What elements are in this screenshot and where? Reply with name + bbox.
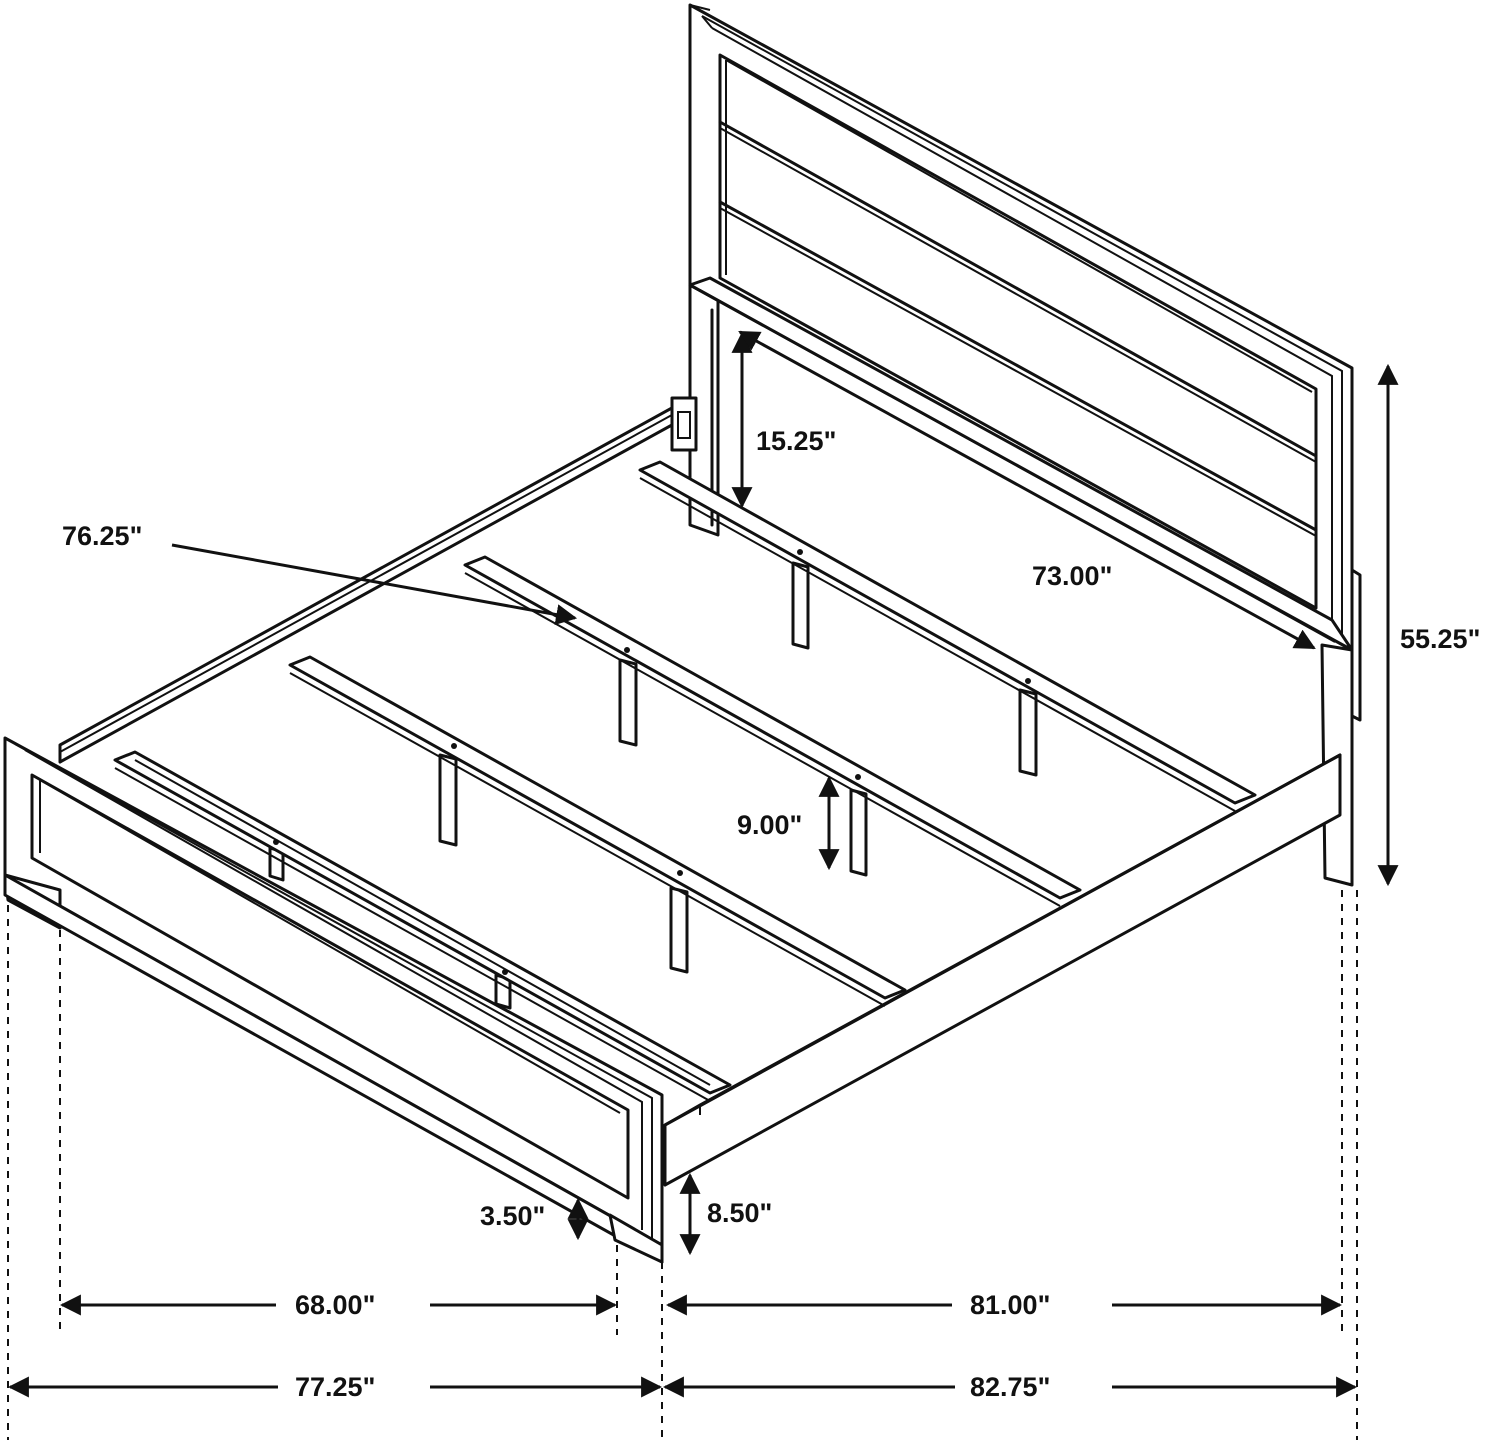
label-slat-length: 76.25" — [62, 521, 142, 551]
label-inner-width: 68.00" — [295, 1290, 375, 1320]
slat-2 — [463, 555, 1082, 900]
label-rail-clearance: 8.50" — [707, 1198, 772, 1228]
label-overall-length: 82.75" — [970, 1372, 1050, 1402]
dimension-arrows — [7, 330, 1399, 1398]
slat-3 — [288, 655, 907, 1000]
arrow-slat-length — [171, 543, 578, 625]
rail-bracket — [670, 396, 698, 452]
label-foot-clearance: 3.50" — [480, 1201, 545, 1231]
label-rail-height: 9.00" — [737, 810, 802, 840]
label-inner-length: 81.00" — [970, 1290, 1050, 1320]
label-overall-height: 55.25" — [1400, 624, 1480, 654]
support-legs — [268, 561, 1038, 1010]
extension-lines — [7, 890, 1358, 1440]
left-side-rail — [58, 396, 698, 764]
label-headboard-width: 73.00" — [1032, 561, 1112, 591]
label-headboard-upper: 15.25" — [756, 426, 836, 456]
label-overall-width: 77.25" — [295, 1372, 375, 1402]
right-side-rail — [663, 753, 1342, 1187]
footboard-panel — [30, 773, 630, 1200]
dimension-labels: 76.25" 15.25" 73.00" 55.25" 9.00" 3.50" … — [62, 426, 1480, 1402]
arrow-headboard-width — [738, 330, 1316, 650]
